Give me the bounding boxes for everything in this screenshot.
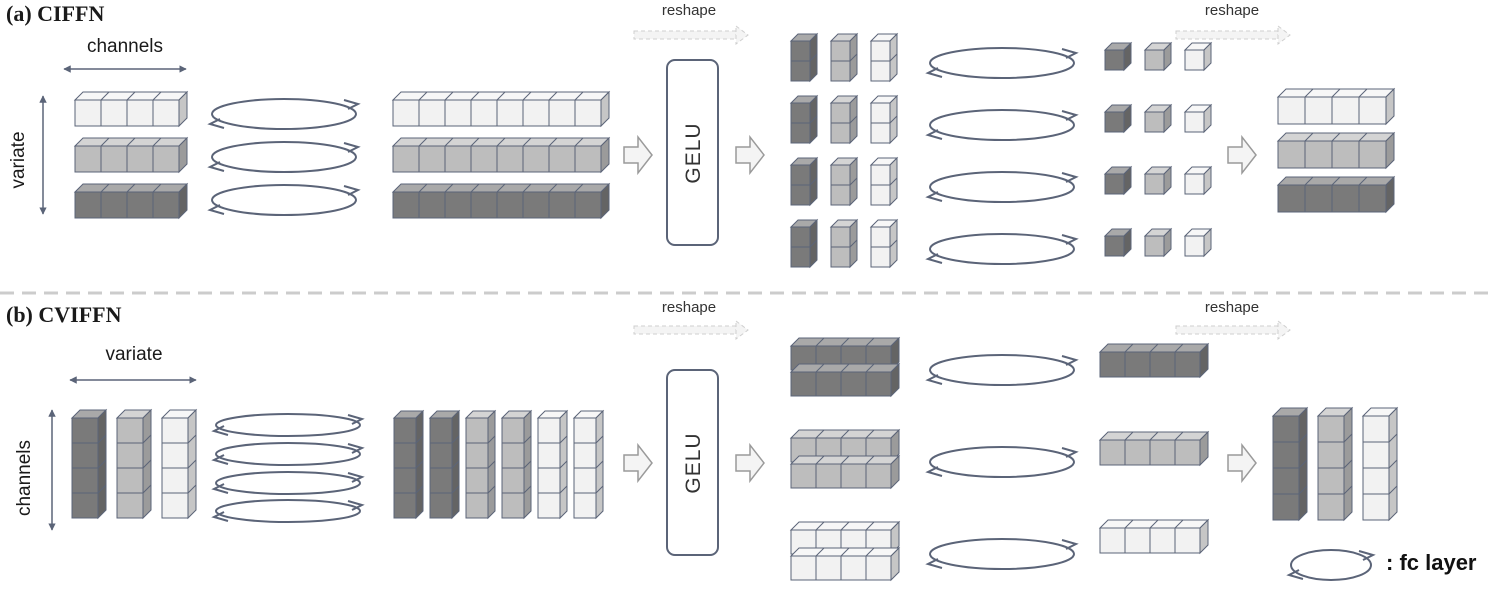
reduced-cube-a-g4-3 — [1183, 227, 1213, 258]
split-col-a-g4-2 — [829, 218, 859, 269]
reshape-label-b1: reshape — [662, 299, 716, 316]
reshape-arrow-b1 — [633, 320, 749, 340]
expanded-col-6 — [572, 409, 605, 520]
reduced-cube-a-g4-2 — [1143, 227, 1173, 258]
gelu-box-a: GELU — [666, 59, 719, 246]
split-block-b-g3-bottom — [789, 546, 901, 582]
input-row-3 — [73, 182, 189, 220]
output-row-1 — [1276, 87, 1396, 126]
gelu-label-a: GELU — [682, 122, 705, 183]
split-col-a-g2-2 — [829, 94, 859, 145]
fc-loop-b-2 — [211, 442, 365, 466]
fc-loop-b-split-3 — [925, 538, 1079, 570]
reshape-label-a2: reshape — [1205, 2, 1259, 19]
channels-label-b: channels — [14, 440, 35, 516]
reduced-cube-a-g1-1 — [1103, 41, 1133, 72]
reduced-cube-a-g2-1 — [1103, 103, 1133, 134]
reduced-row-b-2 — [1098, 430, 1210, 467]
reduced-cube-a-g2-3 — [1183, 103, 1213, 134]
split-col-a-g4-3 — [869, 218, 899, 269]
panel-a: (a) CIFFN channels variate reshape resha… — [6, 1, 1396, 269]
legend: : fc layer — [1286, 549, 1477, 581]
expanded-row-1 — [391, 90, 611, 128]
output-row-2 — [1276, 131, 1396, 170]
fc-loop-b-3 — [211, 471, 365, 495]
input-row-1 — [73, 90, 189, 128]
reduced-row-b-1 — [1098, 342, 1210, 379]
flow-arrow-b1 — [623, 442, 653, 484]
split-col-a-g3-3 — [869, 156, 899, 207]
expanded-col-2 — [428, 409, 461, 520]
split-col-a-g1-3 — [869, 32, 899, 83]
input-row-2 — [73, 136, 189, 174]
gelu-label-b: GELU — [682, 432, 705, 493]
fc-loop-a-1 — [207, 98, 361, 130]
split-block-b-g2-bottom — [789, 454, 901, 490]
fc-loop-b-1 — [211, 413, 365, 437]
expanded-row-3 — [391, 182, 611, 220]
flow-arrow-a2 — [735, 134, 765, 176]
panel-b: (b) CVIFFN variate channels reshape resh… — [6, 299, 1399, 582]
output-col-3 — [1361, 406, 1399, 522]
flow-arrow-a3 — [1227, 134, 1257, 176]
reduced-cube-a-g4-1 — [1103, 227, 1133, 258]
reshape-arrow-a1 — [633, 25, 749, 45]
output-col-1 — [1271, 406, 1309, 522]
flow-arrow-b3 — [1227, 442, 1257, 484]
reduced-cube-a-g1-2 — [1143, 41, 1173, 72]
split-col-a-g1-1 — [789, 32, 819, 83]
output-row-3 — [1276, 175, 1396, 214]
fc-loop-a-split-2 — [925, 109, 1079, 141]
reshape-arrow-a2 — [1175, 25, 1291, 45]
reduced-cube-a-g1-3 — [1183, 41, 1213, 72]
gelu-box-b: GELU — [666, 369, 719, 556]
expanded-col-4 — [500, 409, 533, 520]
split-col-a-g2-3 — [869, 94, 899, 145]
expanded-row-2 — [391, 136, 611, 174]
flow-arrow-b2 — [735, 442, 765, 484]
fc-loop-b-4 — [211, 499, 365, 523]
split-col-a-g3-2 — [829, 156, 859, 207]
flow-arrow-a1 — [623, 134, 653, 176]
split-block-b-g1-bottom — [789, 362, 901, 398]
legend-label: : fc layer — [1386, 550, 1477, 575]
reshape-label-a1: reshape — [662, 2, 716, 19]
reshape-label-b2: reshape — [1205, 299, 1259, 316]
reduced-cube-a-g2-2 — [1143, 103, 1173, 134]
reduced-cube-a-g3-1 — [1103, 165, 1133, 196]
variate-label: variate — [8, 131, 29, 188]
panel-b-title: (b) CVIFFN — [6, 302, 122, 327]
fc-loop-a-split-4 — [925, 233, 1079, 265]
fc-loop-a-split-1 — [925, 47, 1079, 79]
fc-loop-b-split-1 — [925, 354, 1079, 386]
split-col-a-g4-1 — [789, 218, 819, 269]
input-col-2 — [115, 408, 153, 520]
legend-fc-loop-icon — [1286, 549, 1376, 581]
expanded-col-1 — [392, 409, 425, 520]
reduced-row-b-3 — [1098, 518, 1210, 555]
expanded-col-5 — [536, 409, 569, 520]
fc-loop-a-3 — [207, 184, 361, 216]
reduced-cube-a-g3-2 — [1143, 165, 1173, 196]
output-col-2 — [1316, 406, 1354, 522]
fc-loop-a-2 — [207, 141, 361, 173]
expanded-col-3 — [464, 409, 497, 520]
input-col-1 — [70, 408, 108, 520]
split-col-a-g3-1 — [789, 156, 819, 207]
variate-label-b: variate — [105, 344, 162, 365]
reshape-arrow-b2 — [1175, 320, 1291, 340]
channels-label: channels — [87, 36, 163, 57]
reduced-cube-a-g3-3 — [1183, 165, 1213, 196]
split-col-a-g2-1 — [789, 94, 819, 145]
fc-loop-a-split-3 — [925, 171, 1079, 203]
panel-a-title: (a) CIFFN — [6, 1, 104, 26]
split-col-a-g1-2 — [829, 32, 859, 83]
input-col-3 — [160, 408, 198, 520]
fc-loop-b-split-2 — [925, 446, 1079, 478]
